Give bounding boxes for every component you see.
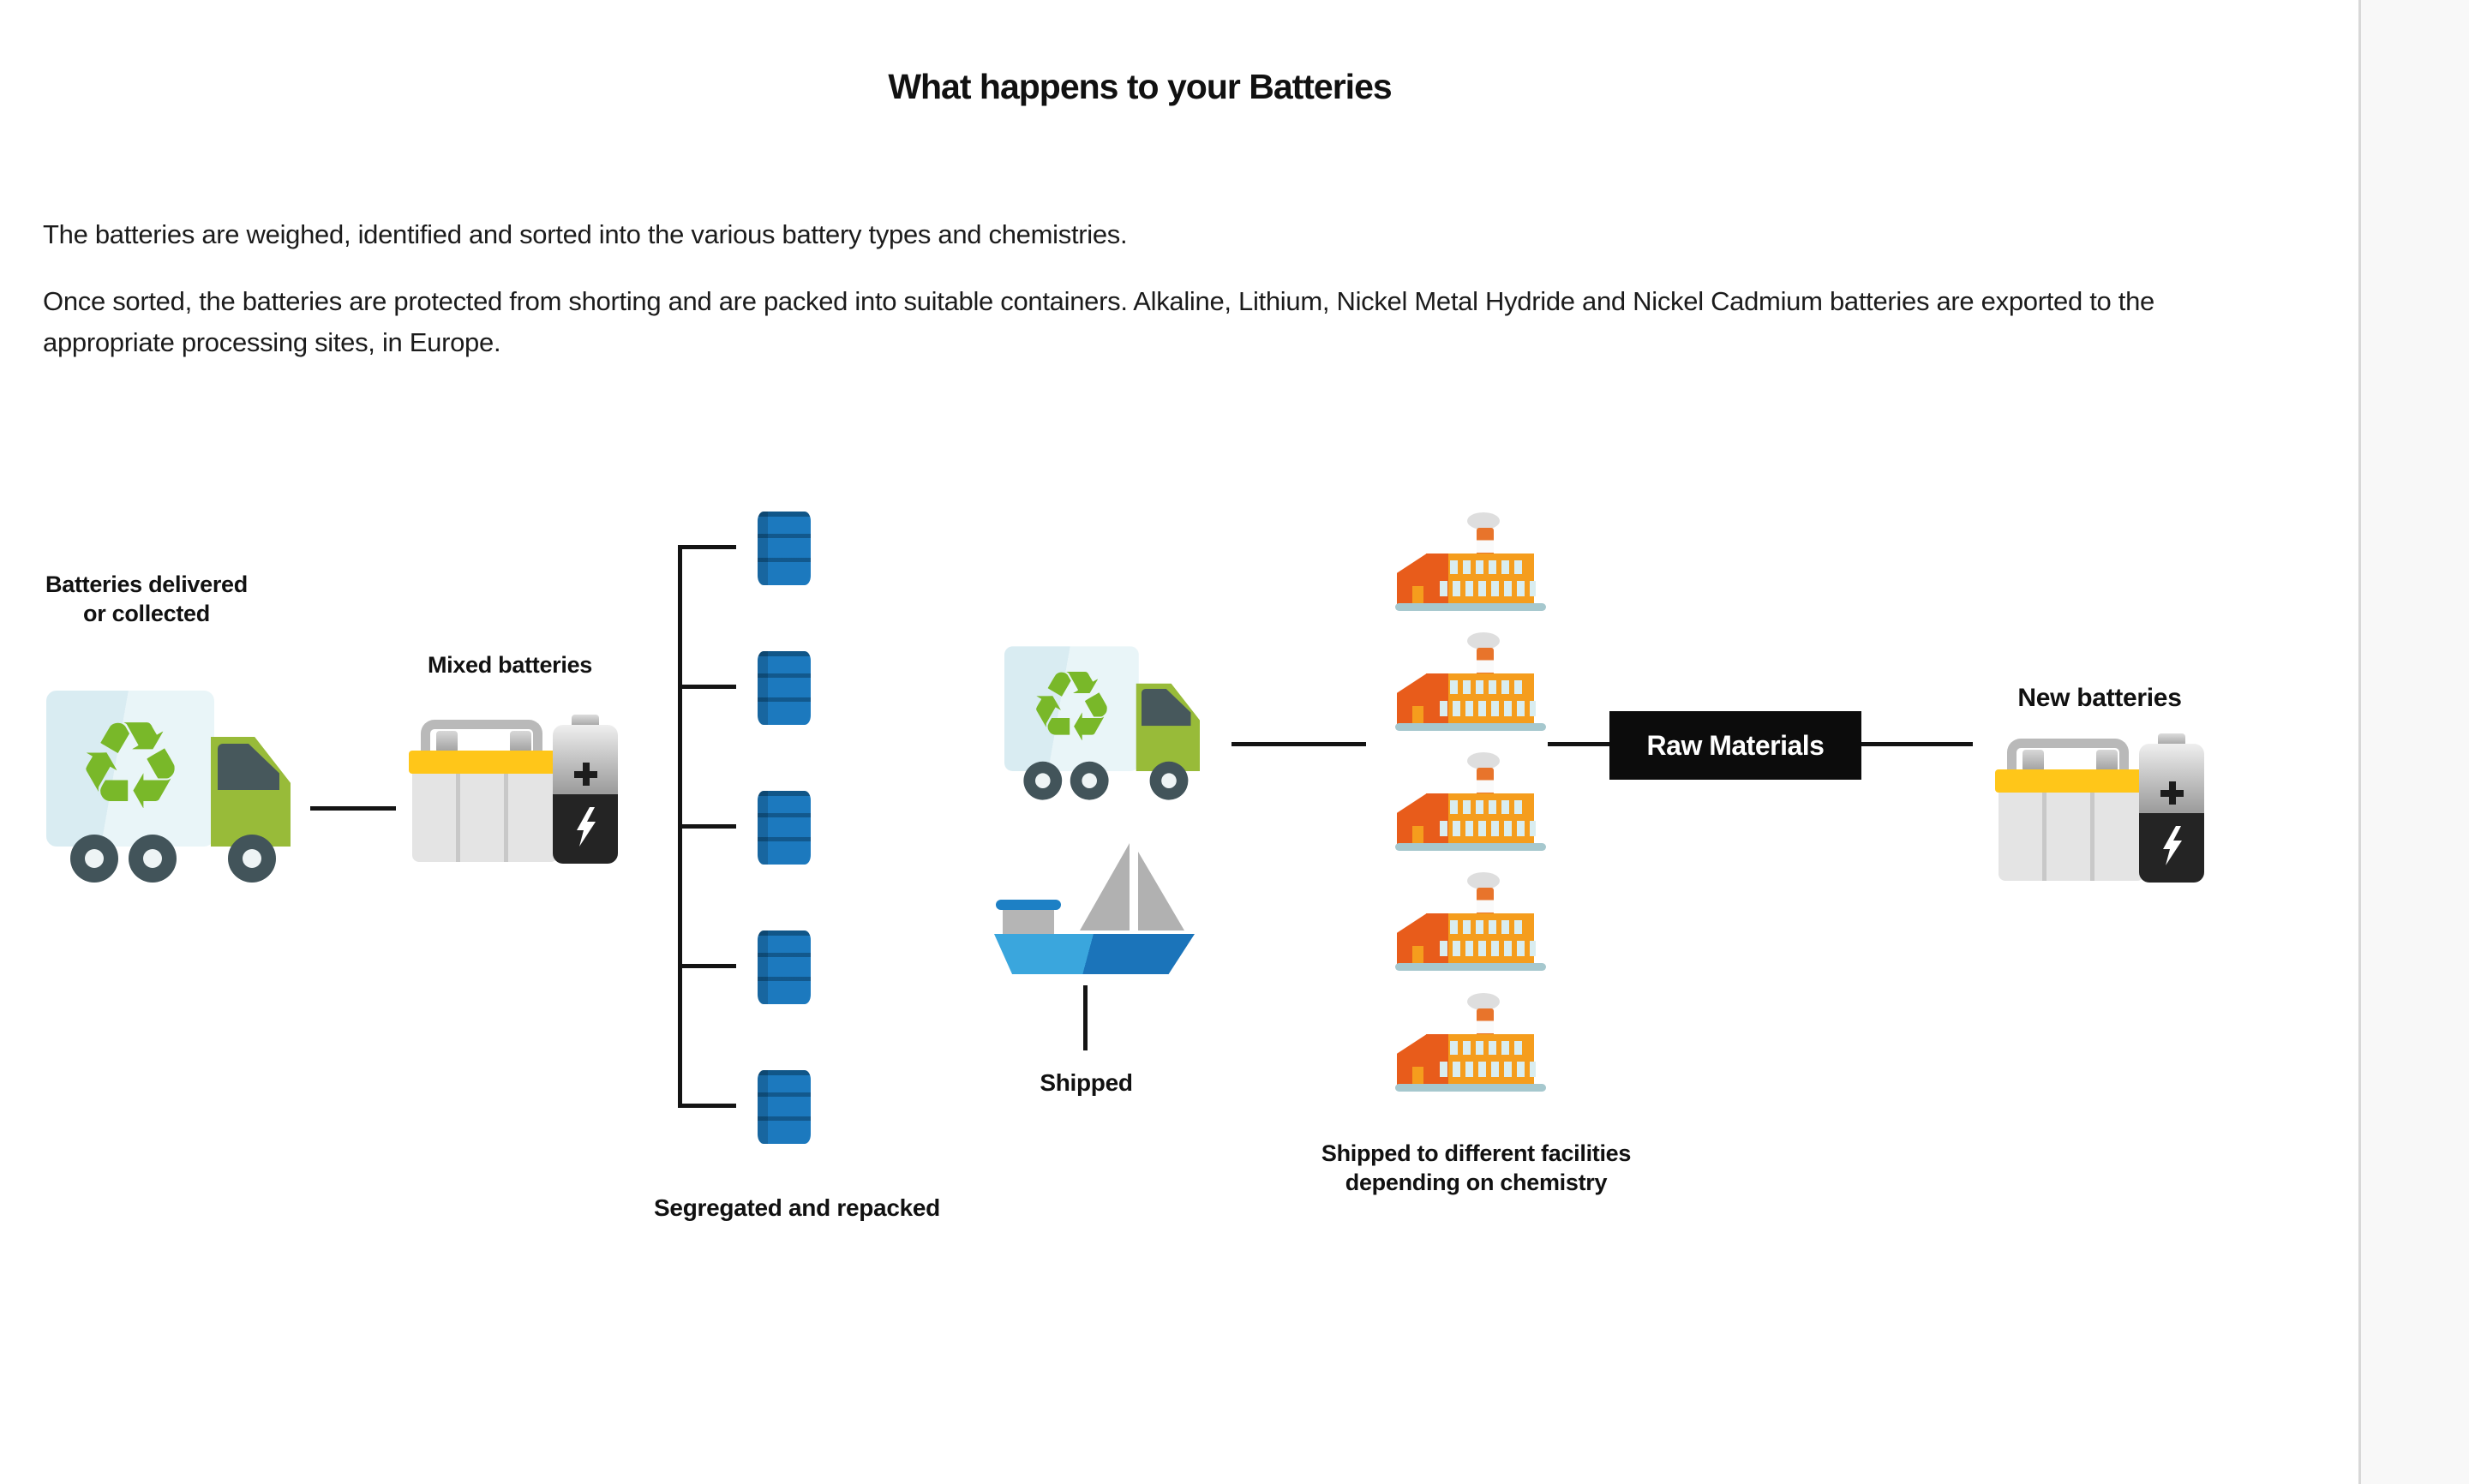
factory-windows-row xyxy=(1450,680,1527,694)
factory-platform xyxy=(1395,843,1546,851)
raw-materials-box: Raw Materials xyxy=(1609,711,1861,780)
factory-platform xyxy=(1395,1084,1546,1092)
connector-line xyxy=(1861,742,1973,746)
ship-sail xyxy=(1080,843,1130,930)
smoke-puff-icon xyxy=(1467,752,1500,769)
factory-windows-row xyxy=(1450,560,1527,574)
page-title: What happens to your Batteries xyxy=(888,67,1392,106)
recycling-truck-icon: ♻ xyxy=(46,684,291,885)
truck-window xyxy=(218,744,279,790)
ship-cabin-roof xyxy=(996,900,1061,910)
factory-platform xyxy=(1395,603,1546,611)
factory-windows-row xyxy=(1440,701,1536,716)
connector-line xyxy=(310,806,396,811)
truck-wheel xyxy=(1149,761,1189,800)
ship-sail xyxy=(1138,852,1184,930)
label-facilities: Shipped to different facilities dependin… xyxy=(1321,1140,1632,1195)
lightning-bolt-icon xyxy=(577,807,596,847)
car-battery-handle xyxy=(2007,739,2129,775)
factory-door xyxy=(1412,1067,1423,1086)
truck-wheel xyxy=(1070,761,1109,800)
label-shipped: Shipped xyxy=(1040,1069,1133,1096)
bracket-branch-line xyxy=(678,964,736,968)
connector-line xyxy=(1083,985,1088,1050)
lightning-bolt-icon xyxy=(2163,826,2182,865)
car-battery-band xyxy=(409,751,561,774)
raw-materials-label: Raw Materials xyxy=(1646,729,1825,761)
factory-stack xyxy=(1395,0,1546,1484)
bracket-branches xyxy=(678,0,736,1484)
recycling-truck-icon: ♻ xyxy=(1004,641,1200,802)
truck-wheel xyxy=(70,835,118,883)
ship-cabin xyxy=(1003,910,1054,934)
battery-terminal xyxy=(2096,750,2118,772)
factory-icon xyxy=(1395,512,1546,617)
cell-battery-icon xyxy=(553,725,618,864)
battery-terminal xyxy=(510,731,531,753)
label-mixed-batteries: Mixed batteries xyxy=(427,652,593,678)
truck-cargo-box xyxy=(1004,646,1139,771)
factory-door xyxy=(1412,826,1423,845)
label-new-batteries: New batteries xyxy=(2017,684,2182,712)
drum-icon xyxy=(758,1070,811,1144)
connector-line xyxy=(1232,742,1366,746)
label-segregated-repacked: Segregated and repacked xyxy=(654,1194,940,1221)
factory-icon xyxy=(1395,632,1546,737)
truck-wheel xyxy=(228,835,276,883)
truck-wheel xyxy=(129,835,177,883)
bracket-branch-line xyxy=(678,685,736,689)
factory-platform xyxy=(1395,963,1546,971)
drum-icon xyxy=(758,791,811,865)
bracket-branch-line xyxy=(678,824,736,829)
car-battery-handle xyxy=(421,720,542,756)
cargo-ship-icon xyxy=(994,840,1200,977)
smoke-puff-icon xyxy=(1467,872,1500,889)
factory-windows-row xyxy=(1450,1041,1527,1055)
plus-icon xyxy=(2160,781,2184,805)
factory-door xyxy=(1412,706,1423,725)
recycle-icon: ♻ xyxy=(75,695,185,837)
drum-icon xyxy=(758,512,811,585)
factory-icon xyxy=(1395,993,1546,1098)
factory-door xyxy=(1412,946,1423,965)
shipping-truck-wrapper: ♻ xyxy=(1004,641,1200,802)
factory-windows-row xyxy=(1440,581,1536,596)
smoke-puff-icon xyxy=(1467,632,1500,649)
label-batteries-delivered: Batteries delivered or collected xyxy=(45,571,248,626)
paragraph-sorting: The batteries are weighed, identified an… xyxy=(43,219,1128,249)
truck-cargo-box xyxy=(46,691,214,847)
smoke-puff-icon xyxy=(1467,512,1500,530)
truck-wheel xyxy=(1023,761,1063,800)
factory-platform xyxy=(1395,723,1546,731)
bracket-branch-line xyxy=(678,545,736,549)
page-gutter[interactable] xyxy=(2358,0,2469,1484)
car-battery-body xyxy=(1999,793,2144,881)
new-batteries-icon xyxy=(1995,733,2205,884)
battery-terminal xyxy=(436,731,458,753)
factory-icon xyxy=(1395,752,1546,857)
recycle-icon: ♻ xyxy=(1028,649,1116,763)
factory-windows-row xyxy=(1440,821,1536,836)
car-battery-band xyxy=(1995,769,2148,793)
factory-windows-row xyxy=(1440,1062,1536,1077)
car-battery-body xyxy=(412,774,558,862)
battery-terminal xyxy=(2023,750,2044,772)
drum-icon xyxy=(758,930,811,1004)
bracket-branch-line xyxy=(678,1104,736,1108)
paragraph-packing: Once sorted, the batteries are protected… xyxy=(43,286,2154,358)
plus-icon xyxy=(574,763,597,786)
ship-hull xyxy=(994,934,1195,974)
factory-windows-row xyxy=(1450,920,1527,934)
factory-windows-row xyxy=(1450,800,1527,814)
truck-window xyxy=(1142,689,1191,727)
factory-windows-row xyxy=(1440,941,1536,956)
connector-line xyxy=(1548,742,1611,746)
factory-icon xyxy=(1395,872,1546,977)
mixed-batteries-icon xyxy=(409,715,619,865)
drum-stack xyxy=(758,0,811,1484)
factory-door xyxy=(1412,586,1423,605)
drum-icon xyxy=(758,651,811,725)
smoke-puff-icon xyxy=(1467,993,1500,1010)
cell-battery-icon xyxy=(2139,744,2204,883)
